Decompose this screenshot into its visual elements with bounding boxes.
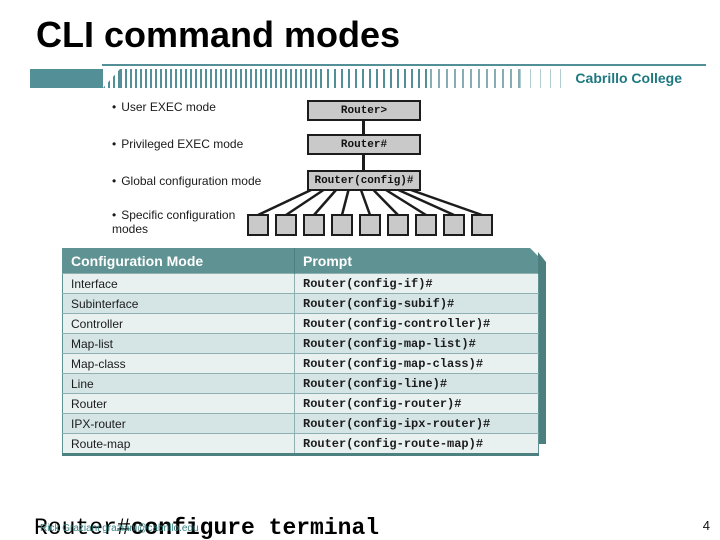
table-header-row: Configuration Mode Prompt bbox=[63, 249, 539, 274]
config-mode-box bbox=[443, 214, 465, 236]
mode-cell: Route-map bbox=[63, 434, 295, 455]
fan-line bbox=[372, 189, 399, 216]
mode-cell: IPX-router bbox=[63, 414, 295, 434]
connector-line bbox=[362, 121, 365, 134]
config-mode-box bbox=[359, 214, 381, 236]
table-shadow bbox=[538, 252, 546, 444]
config-mode-box bbox=[331, 214, 353, 236]
prompt-cell: Router(config-line)# bbox=[295, 374, 539, 394]
banner-stripe-sparse bbox=[430, 69, 520, 88]
prompt-cell: Router(config-controller)# bbox=[295, 314, 539, 334]
prompt-text: Router# bbox=[34, 515, 131, 540]
bullet-label: Specific configuration modes bbox=[112, 208, 236, 236]
diagram-bullet: • Privileged EXEC mode bbox=[112, 137, 262, 152]
banner-stripe-ramp bbox=[103, 69, 120, 88]
bullet-dot: • bbox=[112, 100, 117, 114]
banner: Cabrillo College bbox=[30, 62, 706, 90]
command-lines: Router#configure terminal Router(config)… bbox=[34, 451, 379, 540]
prompt-cell: Router(config-route-map)# bbox=[295, 434, 539, 455]
bullet-label: Privileged EXEC mode bbox=[121, 137, 244, 151]
mode-cell: Line bbox=[63, 374, 295, 394]
config-mode-box bbox=[415, 214, 437, 236]
diagram-bullet: •Specific configuration modes bbox=[112, 208, 237, 237]
router-privileged-box: Router# bbox=[307, 134, 421, 155]
config-mode-box bbox=[275, 214, 297, 236]
prompt-cell: Router(config-map-list)# bbox=[295, 334, 539, 354]
banner-stripe-faint bbox=[520, 69, 570, 88]
page-title: CLI command modes bbox=[36, 14, 401, 55]
fan-line bbox=[340, 189, 350, 216]
mode-cell: Router bbox=[63, 394, 295, 414]
router-exec-box: Router> bbox=[307, 100, 421, 121]
prompt-cell: Router(config-router)# bbox=[295, 394, 539, 414]
banner-solid-block bbox=[30, 69, 103, 88]
brand-logo-text: Cabrillo College bbox=[575, 70, 682, 86]
command-text: configure terminal bbox=[130, 515, 380, 540]
mode-cell: Interface bbox=[63, 274, 295, 294]
config-mode-box bbox=[247, 214, 269, 236]
prompt-cell: Router(config-ipx-router)# bbox=[295, 414, 539, 434]
diagram-bullet: • User EXEC mode bbox=[112, 100, 262, 115]
config-mode-box bbox=[387, 214, 409, 236]
banner-stripes bbox=[30, 69, 706, 88]
diagram-bullet: • Global configuration mode bbox=[112, 174, 262, 189]
fan-line bbox=[397, 188, 455, 217]
fan-line bbox=[359, 189, 372, 216]
router-config-box: Router(config)# bbox=[307, 170, 421, 191]
connector-line bbox=[362, 155, 365, 170]
banner-topline bbox=[102, 64, 706, 66]
footer-author: Rick Graziani graziani@cabrillo.edu bbox=[40, 523, 199, 534]
fan-line bbox=[410, 188, 483, 217]
banner-stripe-dense bbox=[120, 69, 320, 88]
mode-cell: Map-list bbox=[63, 334, 295, 354]
bullet-dot: • bbox=[112, 208, 117, 222]
fan-line bbox=[385, 188, 427, 217]
mode-cell: Subinterface bbox=[63, 294, 295, 314]
bullet-label: User EXEC mode bbox=[121, 100, 216, 114]
bullet-label: Global configuration mode bbox=[121, 174, 262, 188]
command-line-1: Router#configure terminal bbox=[34, 513, 379, 540]
header-configuration-mode: Configuration Mode bbox=[63, 249, 295, 274]
config-mode-box bbox=[303, 214, 325, 236]
bullet-dot: • bbox=[112, 137, 117, 151]
prompt-cell: Router(config-map-class)# bbox=[295, 354, 539, 374]
fan-line bbox=[257, 188, 312, 217]
prompt-cell: Router(config-if)# bbox=[295, 274, 539, 294]
mode-cell: Map-class bbox=[63, 354, 295, 374]
fan-line bbox=[313, 189, 337, 216]
mode-cell: Controller bbox=[63, 314, 295, 334]
bullet-dot: • bbox=[112, 174, 117, 188]
page-number: 4 bbox=[702, 518, 710, 533]
fan-line bbox=[285, 188, 325, 217]
header-prompt: Prompt bbox=[295, 249, 539, 274]
config-mode-box bbox=[471, 214, 493, 236]
banner-stripe-medium bbox=[320, 69, 430, 88]
prompt-cell: Router(config-subif)# bbox=[295, 294, 539, 314]
